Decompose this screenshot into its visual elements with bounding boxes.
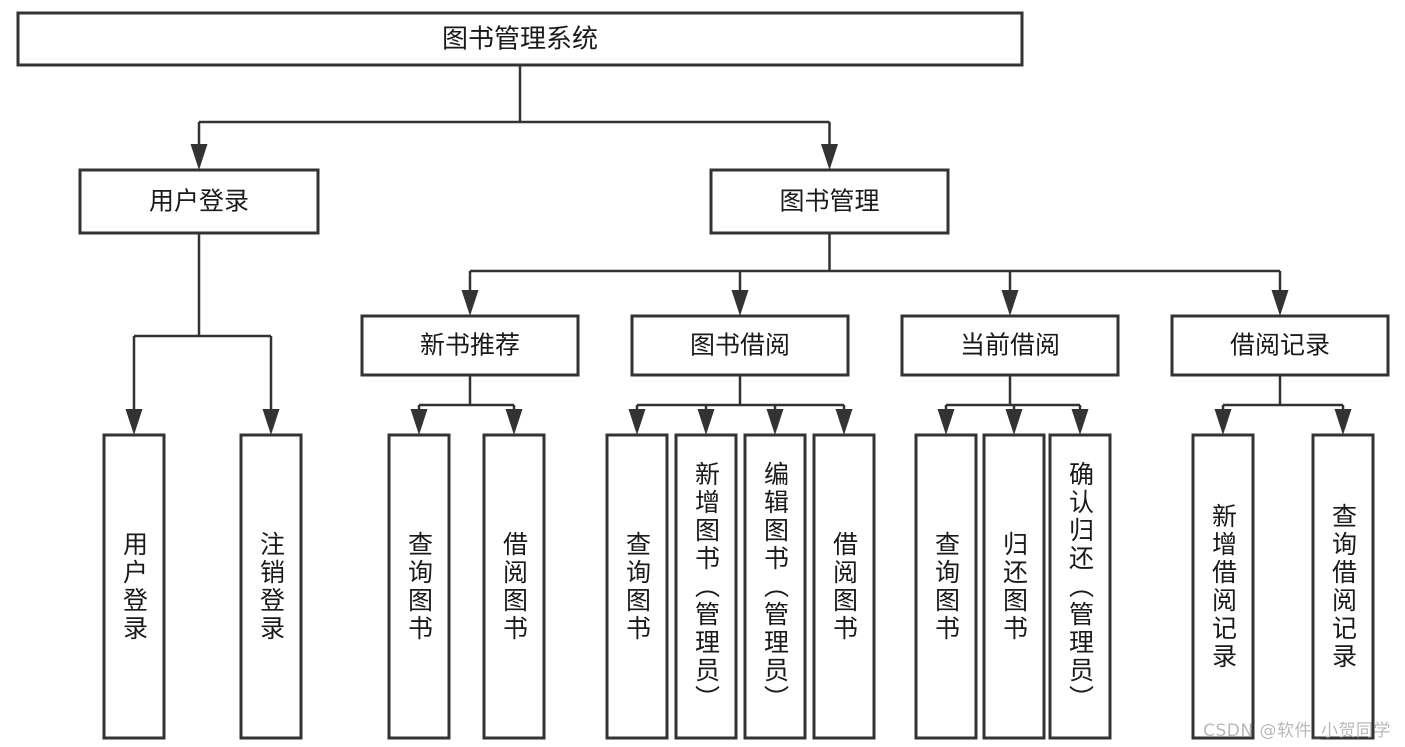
node-label-user_login: 用户登录	[149, 187, 249, 216]
arrow-head-leaf_user_logout	[262, 409, 280, 435]
arrow-head-leaf_cb_query	[937, 409, 955, 435]
node-box-leaf_nbr_query[interactable]	[387, 433, 451, 740]
node-box-leaf_user_login[interactable]	[102, 433, 166, 740]
node-box-leaf_bb_edit[interactable]	[743, 433, 807, 740]
node-label-new_book_rec: 新书推荐	[420, 331, 520, 360]
node-box-root[interactable]	[16, 11, 1024, 67]
arrow-head-leaf_cb_return	[1005, 409, 1023, 435]
node-box-book_mgmt[interactable]	[709, 168, 950, 235]
node-box-user_login[interactable]	[78, 168, 320, 235]
arrow-head-leaf_bb_add	[697, 409, 715, 435]
node-box-leaf_bb_add[interactable]	[674, 433, 738, 740]
node-box-leaf_bb_query[interactable]	[605, 433, 669, 740]
arrow-head-leaf_br_add	[1214, 409, 1232, 435]
node-label-borrow_record: 借阅记录	[1230, 331, 1330, 360]
node-box-leaf_user_logout[interactable]	[239, 433, 303, 740]
node-label-book_mgmt: 图书管理	[779, 187, 879, 216]
node-box-leaf_br_add[interactable]	[1191, 433, 1255, 740]
node-box-layer	[16, 11, 1390, 740]
arrow-head-leaf_nbr_query	[410, 409, 428, 435]
arrow-head-leaf_user_login	[125, 409, 143, 435]
arrow-head-leaf_bb_edit	[766, 409, 784, 435]
connector-group-current_borrow	[937, 375, 1089, 435]
node-box-current_borrow[interactable]	[900, 314, 1120, 377]
node-box-leaf_cb_confirm[interactable]	[1048, 433, 1112, 740]
connector-group-book_borrow	[628, 375, 853, 435]
node-label-book_borrow: 图书借阅	[690, 331, 790, 360]
node-label-current_borrow: 当前借阅	[960, 331, 1060, 360]
connector-group-new_book_rec	[410, 375, 523, 435]
arrow-head-book_mgmt	[821, 144, 838, 170]
node-label-root: 图书管理系统	[442, 25, 598, 55]
arrow-head-leaf_bb_borrow	[835, 409, 853, 435]
arrow-head-user_login	[190, 144, 208, 170]
arrow-head-leaf_cb_confirm	[1071, 409, 1089, 435]
connector-group-borrow_record	[1214, 375, 1352, 435]
connector-group-book_mgmt	[461, 233, 1289, 316]
node-box-leaf_nbr_borrow[interactable]	[482, 433, 546, 740]
node-box-leaf_cb_return[interactable]	[982, 433, 1046, 740]
node-box-book_borrow[interactable]	[630, 314, 850, 377]
connector-group-root	[190, 65, 838, 170]
arrow-head-borrow_record	[1271, 290, 1289, 316]
node-box-new_book_rec[interactable]	[360, 314, 580, 377]
node-box-leaf_cb_query[interactable]	[914, 433, 978, 740]
arrow-head-leaf_br_query	[1334, 409, 1352, 435]
node-box-borrow_record[interactable]	[1170, 314, 1390, 377]
node-box-leaf_br_query[interactable]	[1311, 433, 1375, 740]
arrow-head-leaf_bb_query	[628, 409, 646, 435]
connector-layer	[125, 65, 1352, 435]
node-box-leaf_bb_borrow[interactable]	[812, 433, 876, 740]
arrow-head-current_borrow	[1001, 290, 1019, 316]
arrow-head-book_borrow	[731, 290, 749, 316]
arrow-head-leaf_nbr_borrow	[505, 409, 523, 435]
connector-group-user_login	[125, 233, 280, 435]
arrow-head-new_book_rec	[461, 290, 479, 316]
